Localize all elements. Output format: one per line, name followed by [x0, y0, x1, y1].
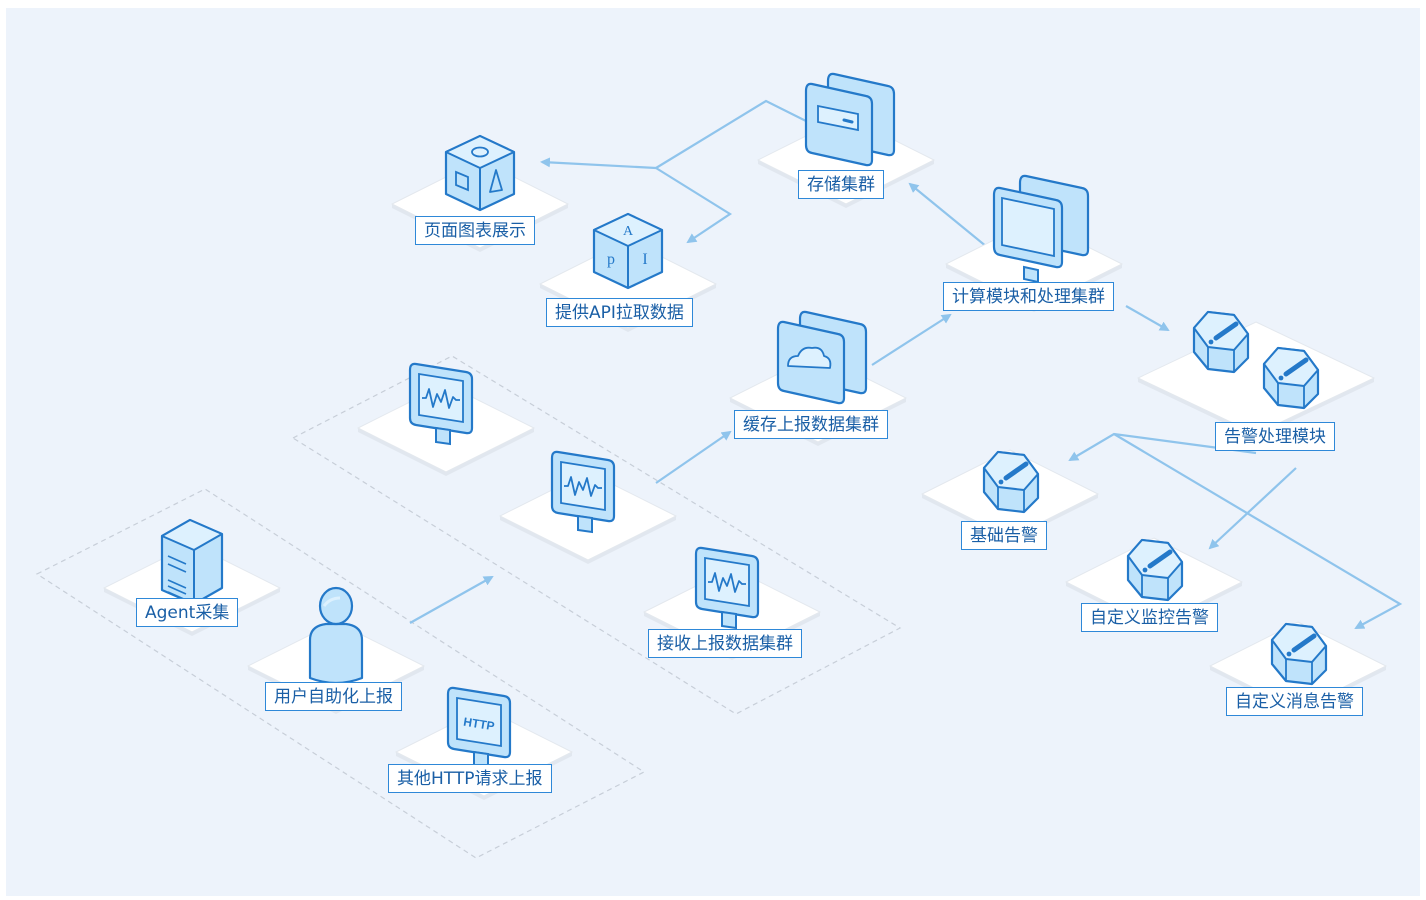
api-letter-a: A	[623, 224, 634, 239]
page-chart-label: 页面图表展示	[415, 216, 535, 245]
arrow-collection-to-receive	[409, 576, 494, 624]
http-report-label: 其他HTTP请求上报	[388, 764, 552, 793]
monitor-cluster-icon	[992, 174, 1090, 284]
http-report-node: HTTP	[395, 686, 573, 801]
architecture-diagram: HTTP	[6, 8, 1420, 896]
receive-monitor-2	[499, 450, 677, 565]
arrow-storage-to-page-chart	[655, 99, 825, 169]
api-letter-i: I	[642, 251, 647, 268]
server-tower-icon	[160, 518, 224, 606]
alert-module-label: 告警处理模块	[1215, 422, 1335, 451]
page-chart-node	[391, 134, 569, 253]
connectors	[409, 99, 1403, 629]
receive-group	[291, 355, 902, 715]
compute-cluster-label: 计算模块和处理集群	[943, 282, 1114, 311]
http-icon-text: HTTP	[462, 715, 495, 734]
alert-module-node	[1136, 312, 1376, 438]
arrow-to-api	[655, 167, 733, 244]
custom-monitor-alert-label: 自定义监控告警	[1081, 603, 1218, 632]
arrow-cache-to-compute	[871, 313, 952, 366]
cache-cluster-label: 缓存上报数据集群	[734, 410, 888, 439]
user-report-label: 用户自助化上报	[265, 682, 402, 711]
receive-cluster-label: 接收上报数据集群	[648, 629, 802, 658]
collection-group	[35, 488, 646, 859]
api-pull-node: A p I	[539, 212, 717, 333]
api-pull-label: 提供API拉取数据	[546, 298, 693, 327]
arrow-receive-to-cache	[655, 430, 732, 484]
agent-label: Agent采集	[136, 598, 239, 627]
arrow-to-custom-message	[1113, 433, 1403, 629]
http-monitor-icon: HTTP	[446, 686, 512, 770]
receive-monitor-1	[357, 362, 535, 477]
compute-cluster-node	[945, 174, 1123, 313]
api-letter-p: p	[607, 251, 615, 268]
alert-hex-icon	[1194, 312, 1248, 372]
custom-message-alert-label: 自定义消息告警	[1226, 687, 1363, 716]
arrow-alert-to-custom-monitor	[1208, 467, 1297, 550]
user-icon	[308, 586, 364, 685]
api-cube-icon: A p I	[592, 212, 664, 290]
arrow-compute-to-storage	[908, 182, 999, 257]
storage-server-icon	[804, 72, 896, 167]
arrow-to-page-chart	[540, 157, 657, 170]
arrow-compute-to-alert	[1125, 305, 1170, 331]
cloud-server-icon	[776, 310, 868, 405]
cache-cluster-node	[729, 310, 907, 447]
agent-node	[103, 518, 281, 637]
storage-cluster-label: 存储集群	[798, 170, 884, 199]
shapes-cube-icon	[444, 134, 516, 212]
basic-alert-label: 基础告警	[961, 521, 1047, 550]
storage-cluster-node	[757, 72, 935, 209]
